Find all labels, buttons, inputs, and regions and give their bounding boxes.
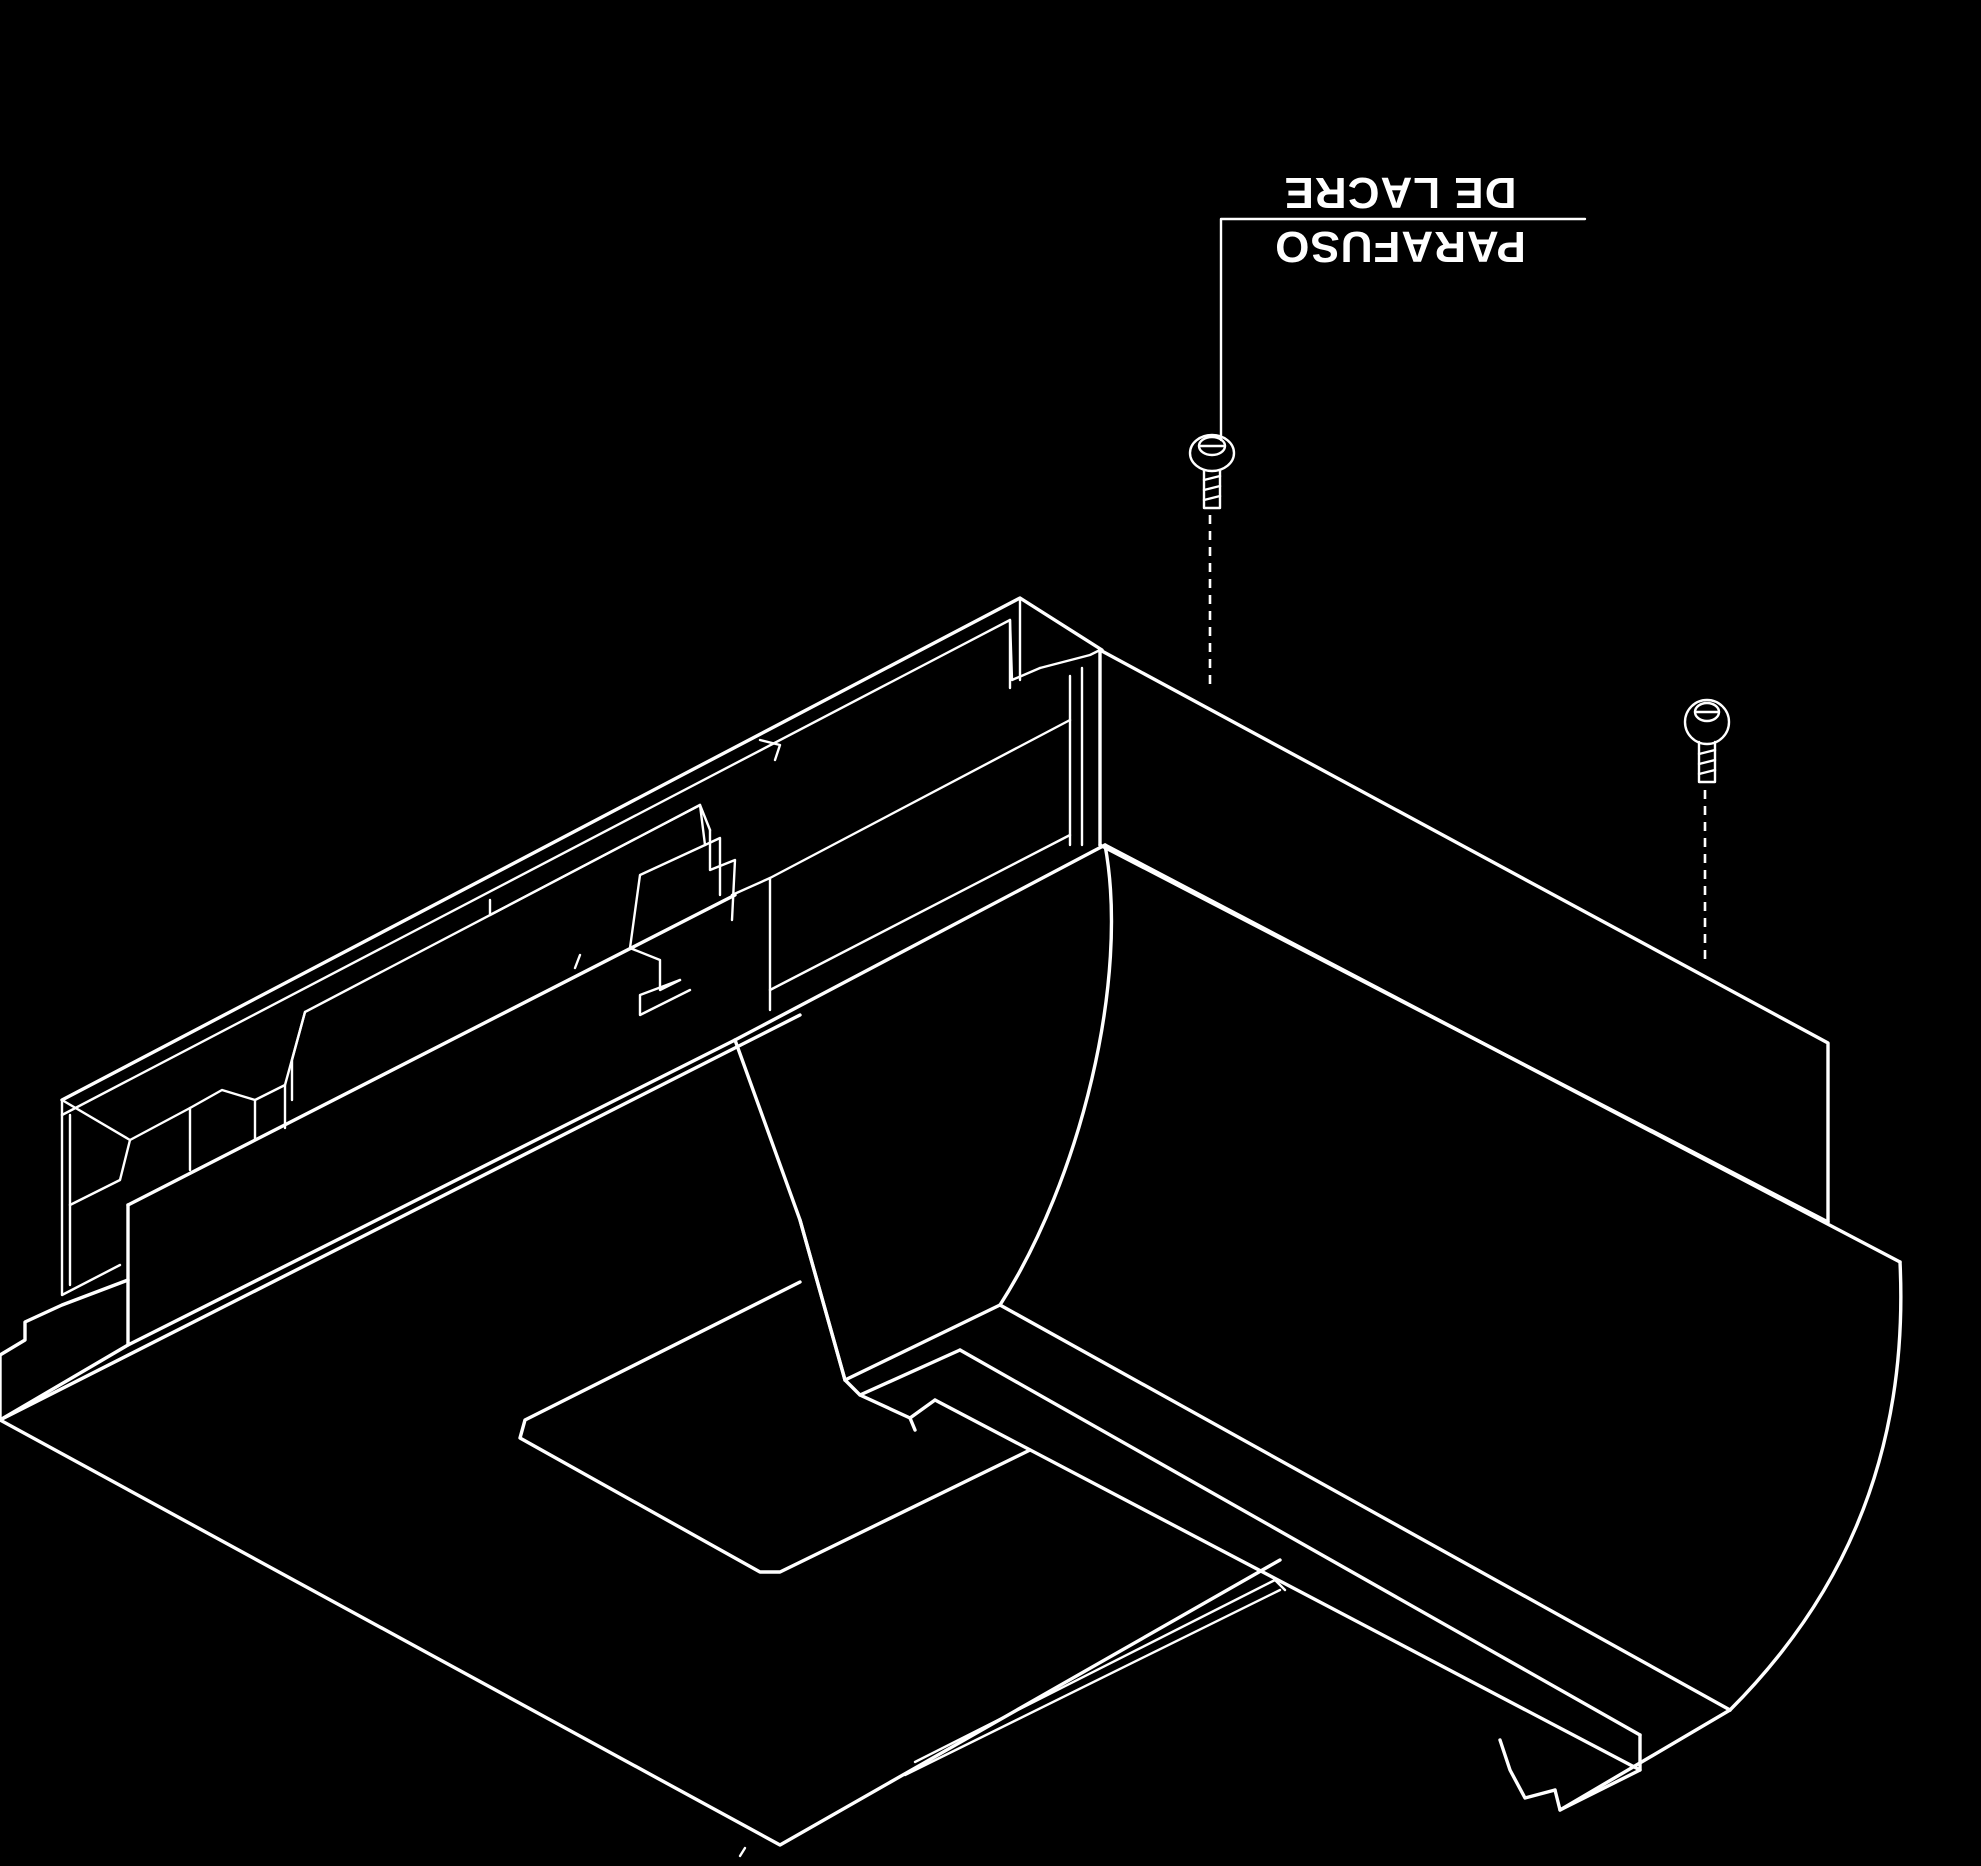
- callout-label-line2: DE LACRE: [1284, 168, 1517, 217]
- curved-cover-left-arc: [998, 843, 1114, 1307]
- housing-rear-block-top: [1098, 648, 1830, 1224]
- housing-front-face: [126, 1038, 737, 1347]
- curved-cover-right-arc: [1728, 1260, 1903, 1712]
- slot-track: [843, 1348, 1732, 1812]
- opening-outline: [518, 1280, 1032, 1574]
- seal-screw-2: [1683, 698, 1731, 965]
- rectangular-opening: [518, 1280, 1032, 1574]
- device-housing: [0, 596, 1830, 1847]
- seal-screw-callout: PARAFUSO DE LACRE: [1219, 168, 1587, 442]
- housing-base-bottom-edge: [0, 1418, 1282, 1847]
- screw-icon: [1683, 698, 1731, 784]
- seal-screw-1: [1188, 433, 1236, 690]
- callout-leader-line: [1219, 217, 1587, 442]
- curved-cover: [733, 843, 1903, 1712]
- screw-icon: [1188, 433, 1236, 510]
- housing-back-top-edge: [60, 596, 1104, 1102]
- callout-label-line1: PARAFUSO: [1274, 222, 1526, 271]
